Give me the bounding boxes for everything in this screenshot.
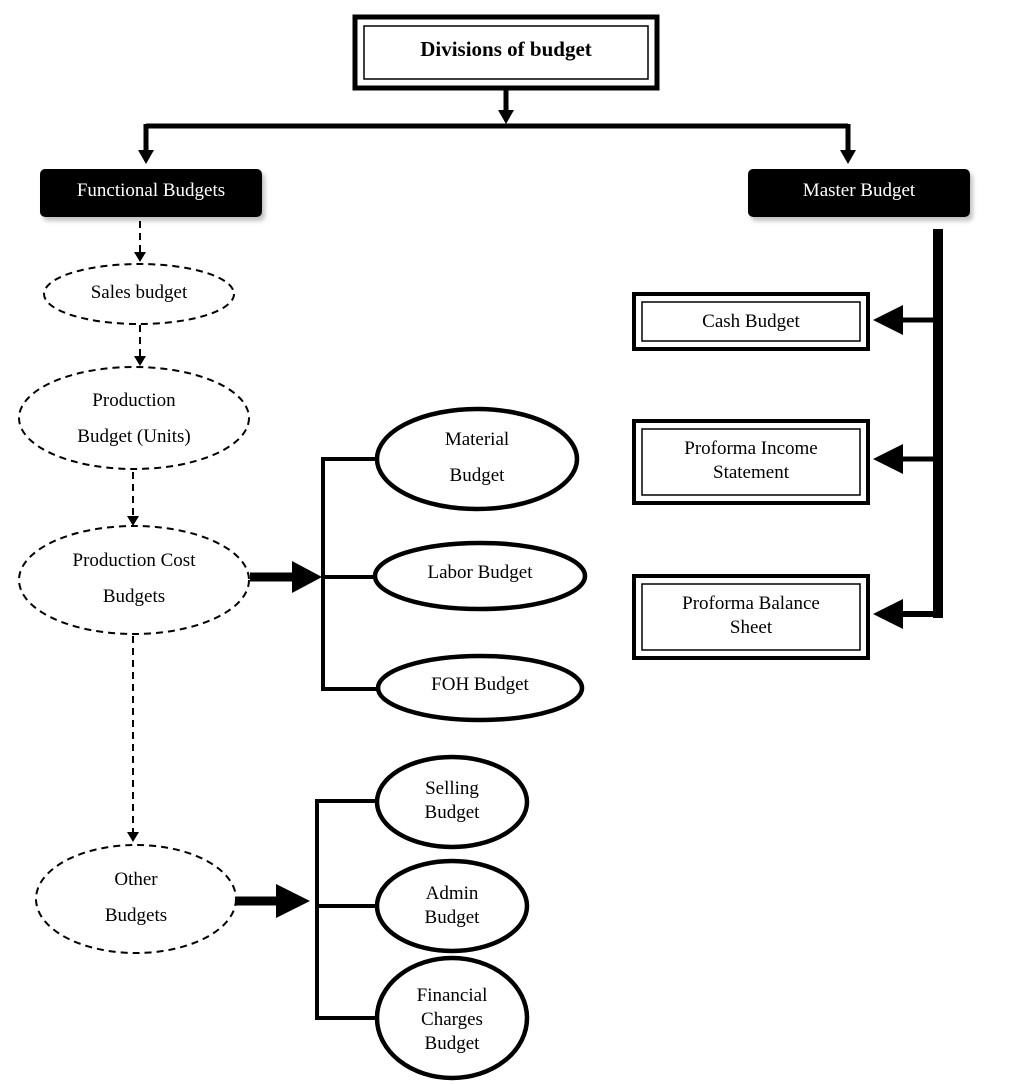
arrowhead-other <box>127 832 139 842</box>
arrowhead-income <box>873 444 903 474</box>
selling-budget-node <box>374 754 530 850</box>
other-budgets-bracket <box>236 799 378 1020</box>
arrowhead-cash <box>873 305 903 335</box>
production-budget-node <box>18 366 250 470</box>
arrowhead-master <box>840 150 856 164</box>
master-budget-box <box>748 169 970 217</box>
production-cost-budgets-node <box>18 525 250 635</box>
arrowhead-production <box>134 356 146 366</box>
dashed-flow <box>132 221 141 832</box>
arrowhead-other-bracket <box>276 884 310 918</box>
functional-budgets-box <box>40 169 262 217</box>
admin-budget-node <box>374 858 530 954</box>
cash-budget-box <box>632 292 870 351</box>
arrowhead-sales <box>134 252 146 262</box>
foh-budget-node <box>375 653 585 723</box>
labor-budget-node <box>372 540 588 612</box>
master-branch <box>900 229 943 618</box>
arrowhead-production-cost-bracket <box>292 561 322 593</box>
financial-charges-budget-node <box>374 955 530 1081</box>
arrowhead-title <box>498 110 514 124</box>
arrowhead-balance <box>873 599 903 629</box>
arrowhead-functional <box>138 150 154 164</box>
other-budgets-node <box>35 844 237 954</box>
sales-budget-node <box>43 263 235 325</box>
title-box <box>352 14 660 91</box>
production-cost-bracket <box>250 457 378 691</box>
arrowhead-production-cost <box>127 516 139 526</box>
proforma-balance-sheet-box <box>632 574 870 660</box>
material-budget-node <box>374 406 580 512</box>
top-connectors <box>143 88 851 152</box>
proforma-income-statement-box <box>632 419 870 505</box>
